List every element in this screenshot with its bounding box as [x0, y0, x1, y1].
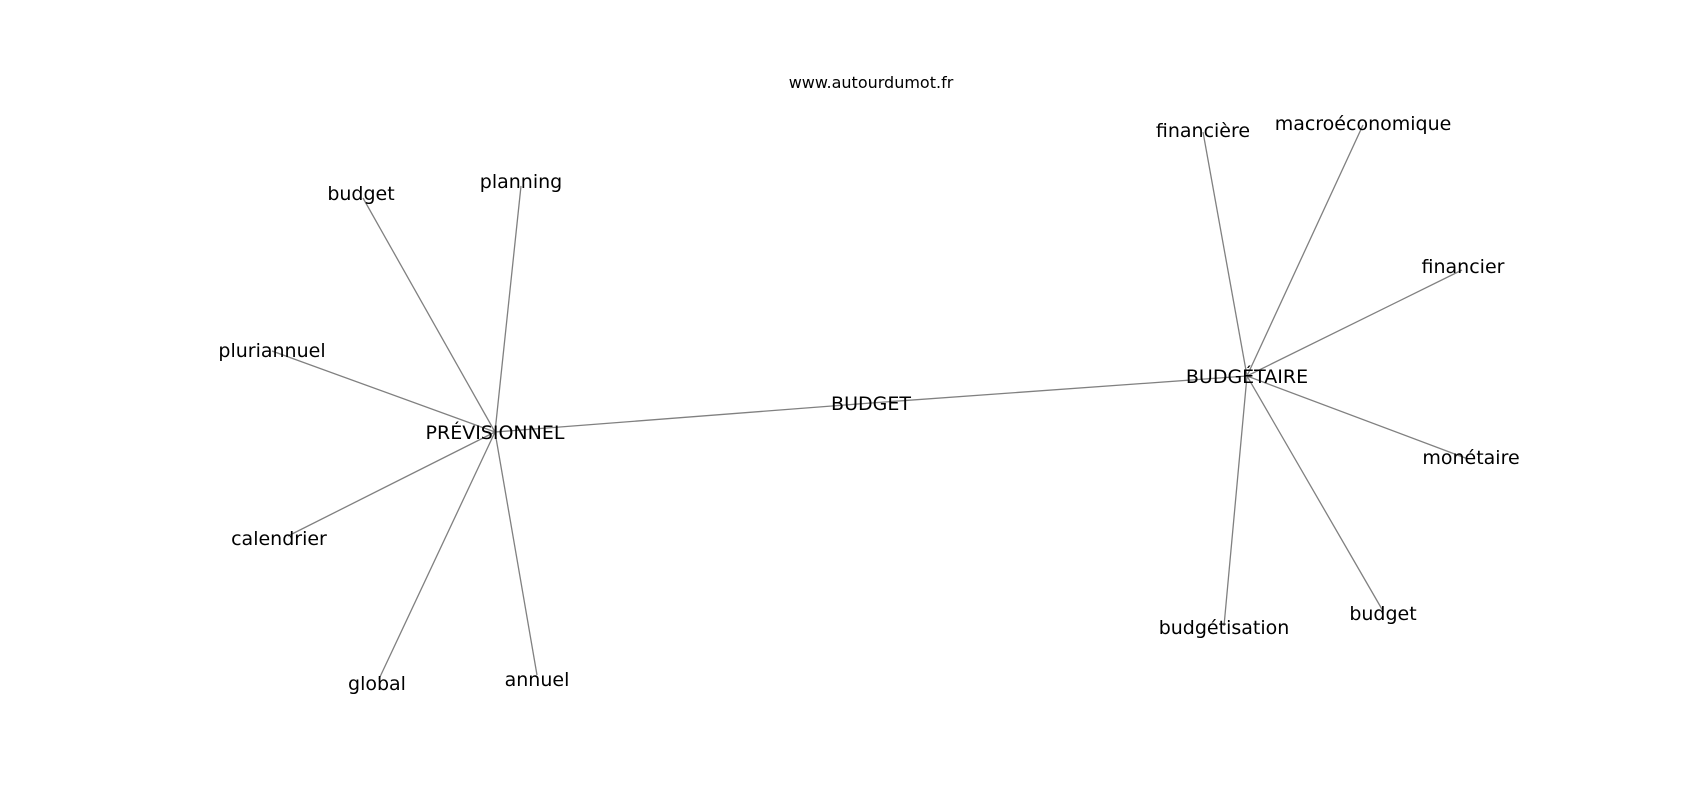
node-label-budget-center: BUDGET — [831, 393, 911, 415]
node-label-budget-left: budget — [327, 183, 394, 205]
edge-previsionnel-annuel — [494, 431, 538, 676]
node-label-budgetaire: BUDGÉTAIRE — [1186, 365, 1308, 388]
edge-budgetaire-budget-right — [1246, 375, 1384, 612]
node-label-previsionnel: PRÉVISIONNEL — [426, 421, 565, 444]
node-label-pluriannuel: pluriannuel — [218, 340, 325, 362]
edge-budgetaire-macroeconomique — [1246, 124, 1364, 377]
node-label-monetaire: monétaire — [1422, 447, 1519, 469]
node-label-planning: planning — [480, 171, 562, 193]
edge-previsionnel-budget-left — [362, 197, 496, 433]
edges-layer — [271, 124, 1469, 680]
node-label-annuel: annuel — [505, 669, 570, 691]
node-label-global: global — [348, 673, 406, 695]
nodes-layer: BUDGET PRÉVISIONNEL BUDGÉTAIRE budget planni… — [218, 113, 1519, 695]
node-label-macroeconomique: macroéconomique — [1275, 113, 1452, 135]
node-label-budgetisation: budgétisation — [1159, 617, 1290, 639]
node-label-budget-right: budget — [1349, 603, 1416, 625]
edge-budget-center-budgetaire — [870, 375, 1248, 404]
node-label-calendrier: calendrier — [231, 528, 327, 550]
edge-budgetaire-financiere — [1202, 131, 1248, 377]
edge-budgetaire-financier — [1246, 269, 1463, 377]
edge-previsionnel-pluriannuel — [271, 350, 496, 433]
edge-budgetaire-monetaire — [1246, 375, 1469, 460]
edge-budgetaire-budgetisation — [1223, 375, 1248, 627]
edge-previsionnel-planning — [494, 185, 522, 433]
edge-previsionnel-global — [378, 431, 496, 680]
source-label: www.autourdumot.fr — [789, 73, 954, 92]
edge-previsionnel-calendrier — [287, 431, 496, 537]
node-label-financier: financier — [1422, 256, 1505, 278]
node-label-financiere: financière — [1156, 120, 1250, 142]
edge-budget-center-previsionnel — [494, 402, 872, 433]
